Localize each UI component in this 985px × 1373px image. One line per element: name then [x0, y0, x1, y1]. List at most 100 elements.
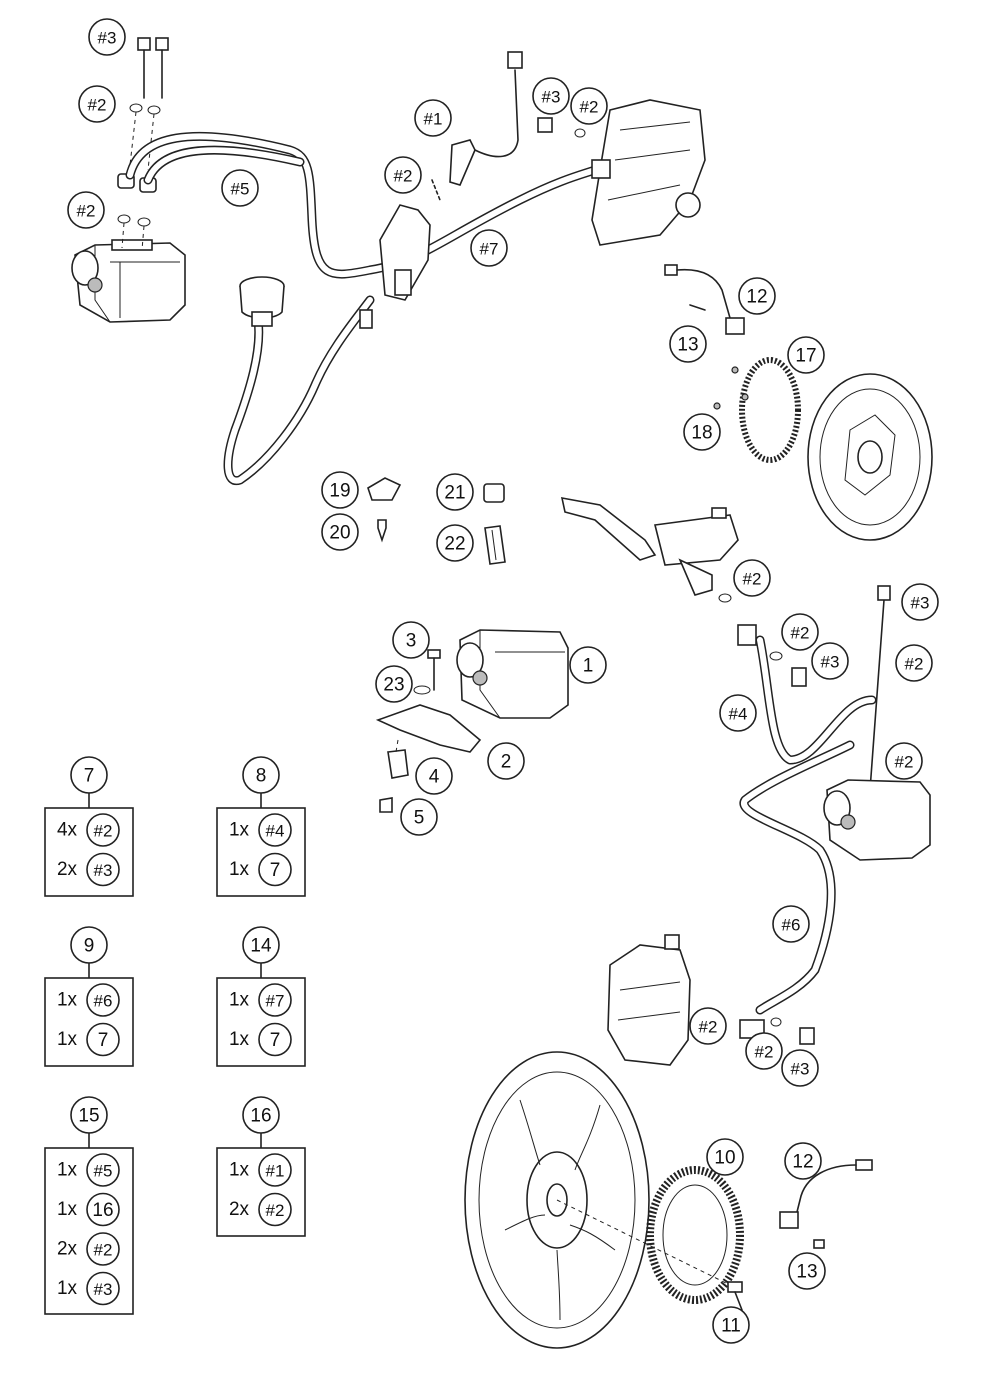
- callout-circle: [414, 99, 452, 137]
- kit-row-part-circle: [86, 1232, 120, 1266]
- callout-circle: [570, 87, 608, 125]
- callout-circle: [400, 798, 438, 836]
- callout-circle: [221, 169, 259, 207]
- callout-circle: [669, 325, 707, 363]
- callout-h3-d: #3: [811, 642, 849, 680]
- kit-row-part: 7: [270, 860, 281, 881]
- brake-line-5: [125, 131, 600, 486]
- kit-row-qty: 1x: [229, 859, 250, 880]
- kit-row-qty: 1x: [57, 990, 78, 1011]
- callout-circle: [67, 191, 105, 229]
- callout-19: 19: [321, 471, 359, 509]
- callout-h1: #1: [414, 99, 452, 137]
- callout-label: #5: [231, 180, 250, 199]
- kit-row-part: #7: [266, 992, 285, 1011]
- kit-row-part-circle: [86, 1153, 120, 1187]
- front-caliper-top: [537, 99, 706, 246]
- callout-circle: [569, 646, 607, 684]
- callout-label: 13: [796, 1262, 817, 1283]
- callout-h2-d: #2: [570, 87, 608, 125]
- callout-13-a: 13: [669, 325, 707, 363]
- callout-circle: [885, 742, 923, 780]
- kit-row-qty: 2x: [57, 1239, 78, 1260]
- kit-row-part-circle: [258, 983, 292, 1017]
- kit-row-qty: 1x: [57, 1199, 78, 1220]
- callout-23: 23: [375, 665, 413, 703]
- mounting-bracket: [375, 649, 482, 813]
- callout-circle: [470, 229, 508, 267]
- callout-label: #2: [88, 96, 107, 115]
- callout-h4: #4: [719, 694, 757, 732]
- callout-circle: [787, 336, 825, 374]
- kit-id-label: 9: [84, 936, 95, 957]
- kit-row-part: 7: [270, 1030, 281, 1051]
- callout-circle: [784, 1142, 822, 1180]
- callout-label: 13: [677, 335, 698, 356]
- callout-2: 2: [487, 742, 525, 780]
- kit-row-part: 16: [92, 1200, 113, 1221]
- kit-id-label: 14: [250, 936, 272, 957]
- kit-id-label: 16: [250, 1106, 271, 1127]
- callout-12-a: 12: [738, 277, 776, 315]
- callouts: #3#2#2#5#1#2#3#2#71213171819202122#2#3#2…: [67, 18, 939, 1344]
- kit-row-part-circle: [258, 1153, 292, 1187]
- callout-circle: [384, 156, 422, 194]
- callout-h3-b: #3: [532, 77, 570, 115]
- handlebar-master-cylinder: [560, 496, 739, 596]
- callout-h2-c: #2: [384, 156, 422, 194]
- callout-label: 2: [501, 752, 512, 773]
- callout-21: 21: [436, 473, 474, 511]
- callout-circle: [683, 413, 721, 451]
- callout-label: 23: [383, 675, 404, 696]
- kit-row-part-circle: [86, 1022, 120, 1057]
- kit-row-part-circle: [258, 813, 292, 847]
- kit-row-part: #2: [266, 1201, 285, 1220]
- kit-row-part: #2: [94, 822, 113, 841]
- callout-circle: [487, 742, 525, 780]
- tone-ring-10: [646, 1166, 744, 1311]
- callout-h2-b: #2: [67, 191, 105, 229]
- callout-circle: [719, 694, 757, 732]
- kit-row-qty: 1x: [57, 1160, 78, 1181]
- kit-row-qty: 2x: [229, 1199, 250, 1220]
- callout-13-b: 13: [788, 1252, 826, 1290]
- callout-circle: [738, 277, 776, 315]
- callout-label: #3: [821, 653, 840, 672]
- callout-label: #2: [791, 624, 810, 643]
- callout-circle: [781, 613, 819, 651]
- callout-circle: [811, 642, 849, 680]
- callout-circle: [375, 665, 413, 703]
- callout-circle: [706, 1138, 744, 1176]
- sensor-12-top: [664, 264, 745, 335]
- kit-row-part-circle: [86, 1271, 120, 1306]
- callout-circle: [772, 905, 810, 943]
- callout-label: 5: [414, 808, 425, 829]
- kit-row-qty: 1x: [57, 1278, 78, 1299]
- upper-master-cylinder: [359, 51, 523, 329]
- kit-row-part-circle: [258, 852, 292, 887]
- callout-label: #2: [580, 98, 599, 117]
- callout-h7: #7: [470, 229, 508, 267]
- callout-label: #2: [743, 570, 762, 589]
- rear-disc: [464, 1051, 731, 1349]
- callout-circle: [788, 1252, 826, 1290]
- callout-label: 18: [691, 423, 712, 444]
- callout-circle: [712, 1306, 750, 1344]
- kit-row-part-circle: [86, 852, 120, 887]
- callout-circle: [392, 621, 430, 659]
- callout-circle: [895, 644, 933, 682]
- callout-label: #1: [424, 110, 443, 129]
- kit-box-frame: [44, 977, 134, 1067]
- callout-circle: [781, 1049, 819, 1087]
- callout-h6: #6: [772, 905, 810, 943]
- callout-label: 11: [721, 1316, 741, 1337]
- kit-id-label: 8: [256, 766, 267, 787]
- callout-label: #2: [77, 202, 96, 221]
- kit-id-circle: [242, 756, 280, 794]
- callout-5: 5: [400, 798, 438, 836]
- callout-18: 18: [683, 413, 721, 451]
